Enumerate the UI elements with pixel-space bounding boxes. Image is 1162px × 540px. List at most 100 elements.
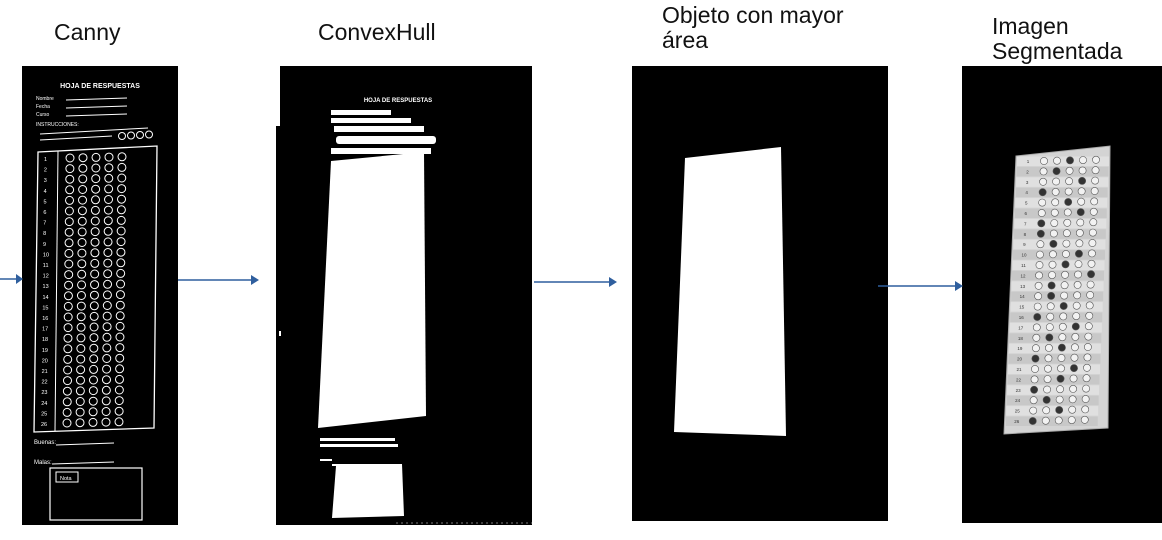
segmented-answer-bubble bbox=[1048, 260, 1057, 269]
segmented-answer-bubble bbox=[1046, 302, 1055, 311]
arrow-canny-to-convexhull bbox=[178, 275, 259, 285]
segmented-answer-bubble bbox=[1062, 239, 1071, 248]
canny-answer-bubble bbox=[76, 291, 86, 300]
segmented-answer-bubble bbox=[1075, 249, 1083, 258]
canny-answer-bubble bbox=[103, 279, 113, 289]
segmented-answer-bubble bbox=[1037, 209, 1046, 217]
segmented-question-number: 21 bbox=[1016, 367, 1022, 372]
segmented-row bbox=[1009, 333, 1102, 343]
segmented-answer-bubble bbox=[1080, 415, 1089, 424]
canny-question-number: 20 bbox=[42, 358, 48, 364]
canny-field-line bbox=[65, 113, 128, 117]
segmented-answer-bubble bbox=[1092, 155, 1100, 164]
canny-answer-bubble bbox=[62, 386, 72, 396]
segmented-answer-bubble bbox=[1030, 385, 1038, 394]
segmented-answer-bubble bbox=[1073, 280, 1082, 289]
segmented-answer-bubble bbox=[1060, 281, 1069, 290]
segmented-row bbox=[1013, 229, 1106, 239]
canny-answer-bubble bbox=[103, 237, 113, 247]
canny-answer-bubble bbox=[90, 205, 100, 215]
segmented-answer-bubble bbox=[1069, 384, 1077, 393]
segmented-answer-bubble bbox=[1090, 187, 1099, 195]
canny-answer-bubble bbox=[90, 269, 100, 279]
canny-sheet-title: HOJA DE RESPUESTAS bbox=[60, 83, 140, 90]
canny-answer-bubble bbox=[114, 417, 124, 427]
canny-answer-bubble bbox=[78, 153, 88, 163]
segmented-answer-bubble bbox=[1085, 301, 1094, 310]
canny-buenas-label: Buenas: bbox=[34, 440, 56, 446]
canny-answer-bubble bbox=[101, 385, 111, 395]
canny-answer-bubble bbox=[104, 173, 114, 183]
canny-answer-bubble bbox=[116, 258, 126, 268]
canny-answer-bubble bbox=[114, 374, 124, 384]
segmented-answer-bubble bbox=[1050, 208, 1059, 217]
segmented-answer-bubble bbox=[1090, 197, 1099, 206]
canny-answer-bubble bbox=[103, 205, 113, 215]
segmented-answer-bubble bbox=[1078, 166, 1087, 175]
canny-grid-divider bbox=[54, 150, 59, 432]
canny-malas-line bbox=[51, 461, 115, 465]
segmented-answer-bubble bbox=[1035, 261, 1044, 269]
segmented-answer-bubble bbox=[1089, 207, 1098, 216]
segmented-answer-bubble bbox=[1048, 271, 1056, 279]
canny-answer-bubble bbox=[77, 259, 87, 269]
segmented-question-number: 17 bbox=[1018, 325, 1024, 330]
segmented-answer-bubble bbox=[1063, 218, 1072, 227]
segmented-answer-bubble bbox=[1043, 375, 1052, 383]
canny-answer-bubble bbox=[90, 280, 100, 290]
segmented-answer-bubble bbox=[1083, 363, 1091, 372]
segmented-question-number: 25 bbox=[1015, 409, 1021, 414]
canny-answer-bubble bbox=[117, 194, 127, 204]
segmented-question-number: 26 bbox=[1014, 419, 1020, 424]
segmented-answer-bubble bbox=[1088, 228, 1097, 237]
segmented-answer-bubble bbox=[1084, 322, 1093, 331]
segmented-row bbox=[1011, 281, 1104, 291]
arrow-object-to-segmented bbox=[878, 281, 963, 291]
segmented-row bbox=[1014, 218, 1107, 229]
segmented-answer-bubble bbox=[1033, 313, 1042, 321]
segmented-row bbox=[1008, 343, 1101, 354]
canny-answer-bubble bbox=[89, 354, 99, 364]
segmented-image: 1234567891011121314151617181920212223242… bbox=[1003, 145, 1111, 435]
segmented-answer-bubble bbox=[1071, 343, 1079, 352]
canny-answer-bubble bbox=[65, 174, 75, 184]
canny-answer-bubble bbox=[88, 386, 98, 396]
canny-answer-bubble bbox=[63, 291, 73, 301]
segmented-answer-bubble bbox=[1067, 416, 1076, 424]
segmented-answer-bubble bbox=[1058, 333, 1067, 342]
canny-answer-bubble bbox=[114, 406, 124, 416]
segmented-answer-bubble bbox=[1076, 218, 1085, 227]
canny-answer-bubble bbox=[101, 375, 111, 385]
convexhull-image: HOJA DE RESPUESTAS bbox=[276, 66, 532, 524]
canny-answer-bubble bbox=[91, 163, 101, 173]
segmented-row bbox=[1008, 354, 1101, 364]
canny-question-number: 8 bbox=[43, 231, 46, 237]
segmented-answer-bubble bbox=[1030, 375, 1039, 384]
segmented-question-number: 16 bbox=[1019, 315, 1025, 320]
segmented-question-number: 20 bbox=[1017, 357, 1023, 362]
segmented-row bbox=[1012, 250, 1105, 260]
segmented-row bbox=[1016, 166, 1109, 177]
segmented-answer-bubble bbox=[1091, 176, 1099, 185]
canny-answer-bubble bbox=[63, 323, 73, 333]
segmented-answer-bubble bbox=[1065, 166, 1074, 175]
segmented-answer-bubble bbox=[1042, 406, 1051, 415]
segmented-answer-bubble bbox=[1072, 312, 1081, 320]
canny-answer-bubble bbox=[104, 163, 114, 173]
canny-answer-bubble bbox=[116, 215, 126, 225]
canny-answer-bubble bbox=[102, 290, 112, 300]
segmented-answer-bubble bbox=[1052, 167, 1061, 175]
canny-answer-bubble bbox=[115, 321, 125, 331]
segmented-answer-bubble bbox=[1061, 260, 1070, 269]
canny-answer-bubble bbox=[64, 238, 74, 248]
canny-answer-bubble bbox=[77, 238, 87, 247]
canny-question-number: 1 bbox=[44, 157, 47, 163]
segmented-row bbox=[1017, 156, 1109, 166]
canny-answer-bubble bbox=[114, 396, 124, 406]
segmented-question-number: 10 bbox=[1021, 253, 1027, 258]
canny-answer-bubble bbox=[89, 333, 99, 343]
canny-answer-bubble bbox=[64, 217, 74, 227]
arrow-in bbox=[0, 274, 23, 284]
segmented-answer-bubble bbox=[1058, 343, 1066, 352]
